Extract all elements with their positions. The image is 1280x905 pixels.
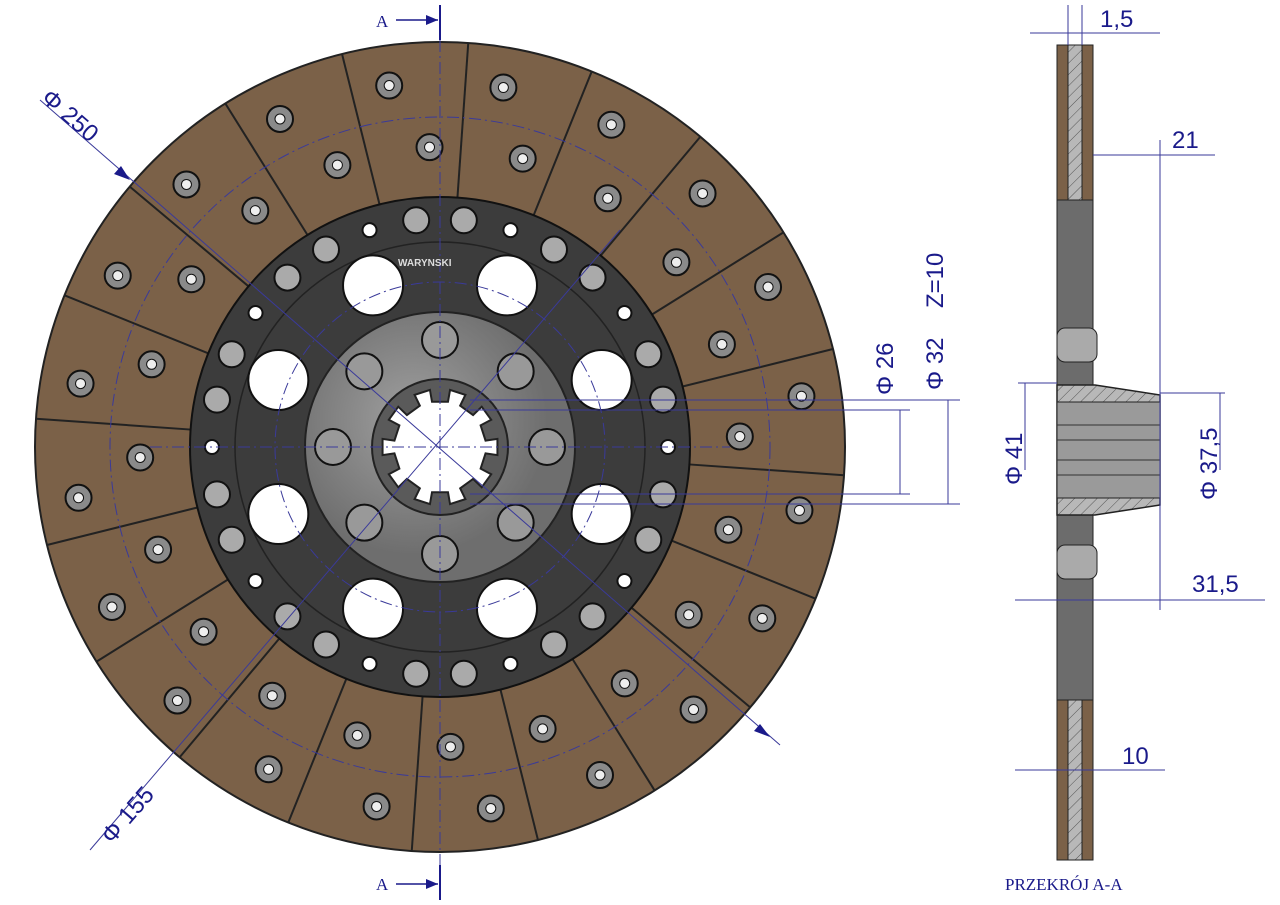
pad-divider [456, 42, 470, 198]
plate-rivet [634, 525, 663, 554]
pad-divider [410, 696, 424, 852]
plate-rivet [402, 206, 431, 235]
pad-divider [341, 53, 381, 205]
spring-window [342, 254, 405, 317]
plate-rivet [402, 659, 431, 688]
plate-rivet [634, 340, 663, 369]
plate-rivet [449, 659, 478, 688]
plate-rivet [247, 304, 264, 321]
plate-rivet [217, 525, 246, 554]
dim-teeth: Z=10 [922, 253, 949, 308]
pad-divider [64, 294, 209, 355]
spring-window [342, 577, 405, 640]
plate-rivet [312, 630, 340, 659]
plate-rivet [502, 222, 519, 239]
plate-rivet [202, 480, 231, 509]
dim-hub-length: 31,5 [1192, 571, 1239, 598]
pad-divider [532, 71, 593, 216]
plate-rivet [273, 263, 302, 292]
plate-rivet [247, 573, 264, 590]
dim-offset: 21 [1172, 127, 1199, 154]
plate-rivet [578, 263, 607, 292]
pad-divider [689, 463, 845, 477]
plate-rivet [361, 222, 378, 239]
section-mark-bottom: A [376, 875, 389, 894]
plate-rivet [616, 304, 633, 321]
plate-rivet [217, 340, 246, 369]
spring-window [570, 349, 633, 412]
dim-hub-outer: Φ 41 [1001, 432, 1028, 485]
dim-disc-thickness: 10 [1122, 743, 1149, 770]
plate-rivet [502, 655, 519, 672]
pad-divider [96, 578, 229, 663]
hub-rivet [496, 503, 535, 542]
plate-rivet [273, 602, 302, 631]
dim-spline-minor: Φ 26 [872, 342, 899, 395]
pad-divider [571, 658, 656, 791]
spring-window [475, 577, 538, 640]
pad-divider [178, 637, 281, 758]
dim-plate-thickness: 1,5 [1100, 6, 1133, 33]
section-marks: A A [376, 5, 441, 900]
spring-window [247, 482, 310, 545]
dim-spline-major: Φ 32 [922, 337, 949, 390]
plate-rivet [578, 602, 607, 631]
plate-rivet [312, 235, 340, 264]
spring-window [475, 254, 538, 317]
pad-divider [599, 136, 702, 257]
pad-divider [35, 417, 191, 431]
plate-rivet [540, 630, 568, 659]
plate-rivet [449, 206, 478, 235]
plate-rivet [202, 385, 231, 414]
spring-window [570, 482, 633, 545]
hub-rivet [345, 503, 384, 542]
hub-rivet [496, 352, 535, 391]
section-view: Φ 41 Φ 37,5 31,5 1,5 21 10 PRZEKRÓJ A-A [1001, 5, 1265, 894]
plate-rivet [616, 573, 633, 590]
hub-rivet [345, 352, 384, 391]
dim-hub-inner: Φ 37,5 [1196, 427, 1223, 500]
pad-divider [682, 348, 834, 388]
brand-logo: WARYNSKI [398, 258, 452, 269]
pad-divider [630, 606, 751, 709]
pad-divider [287, 678, 348, 823]
plate-rivet [361, 655, 378, 672]
pad-divider [129, 185, 250, 288]
front-view: WARYNSKI [34, 40, 846, 900]
plate-rivet [540, 235, 568, 264]
pad-divider [671, 539, 816, 600]
pad-divider [499, 689, 539, 841]
pad-divider [224, 103, 309, 236]
section-mark-top: A [376, 12, 389, 31]
spring-window [247, 349, 310, 412]
pad-divider [46, 506, 198, 546]
section-caption: PRZEKRÓJ A-A [1005, 875, 1123, 894]
dim-inner-diameter: Φ 155 [96, 782, 160, 849]
dim-outer-diameter: Φ 250 [36, 84, 103, 148]
pad-divider [651, 231, 784, 316]
